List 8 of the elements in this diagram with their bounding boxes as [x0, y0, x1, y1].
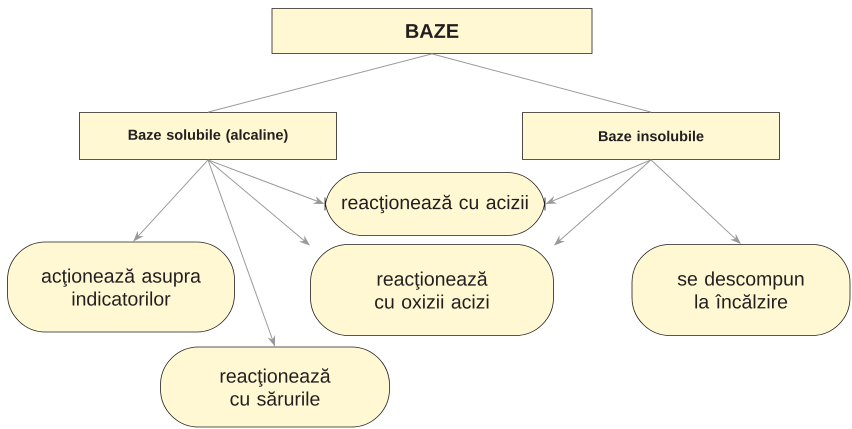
category-box: Baze solubile (alcaline) — [79, 112, 337, 160]
property-pill: se descompun la încălzire — [632, 244, 850, 336]
property-pill: acţionează asupra indicatorilor — [7, 242, 235, 332]
title-box: BAZE — [272, 8, 592, 54]
property-pill: reacţionează cu sărurile — [160, 346, 390, 428]
category-box: Baze insolubile — [522, 112, 780, 160]
property-pill: reacţionează cu oxizii acizi — [310, 244, 554, 336]
property-pill: reacţionează cu acizii — [324, 172, 546, 236]
